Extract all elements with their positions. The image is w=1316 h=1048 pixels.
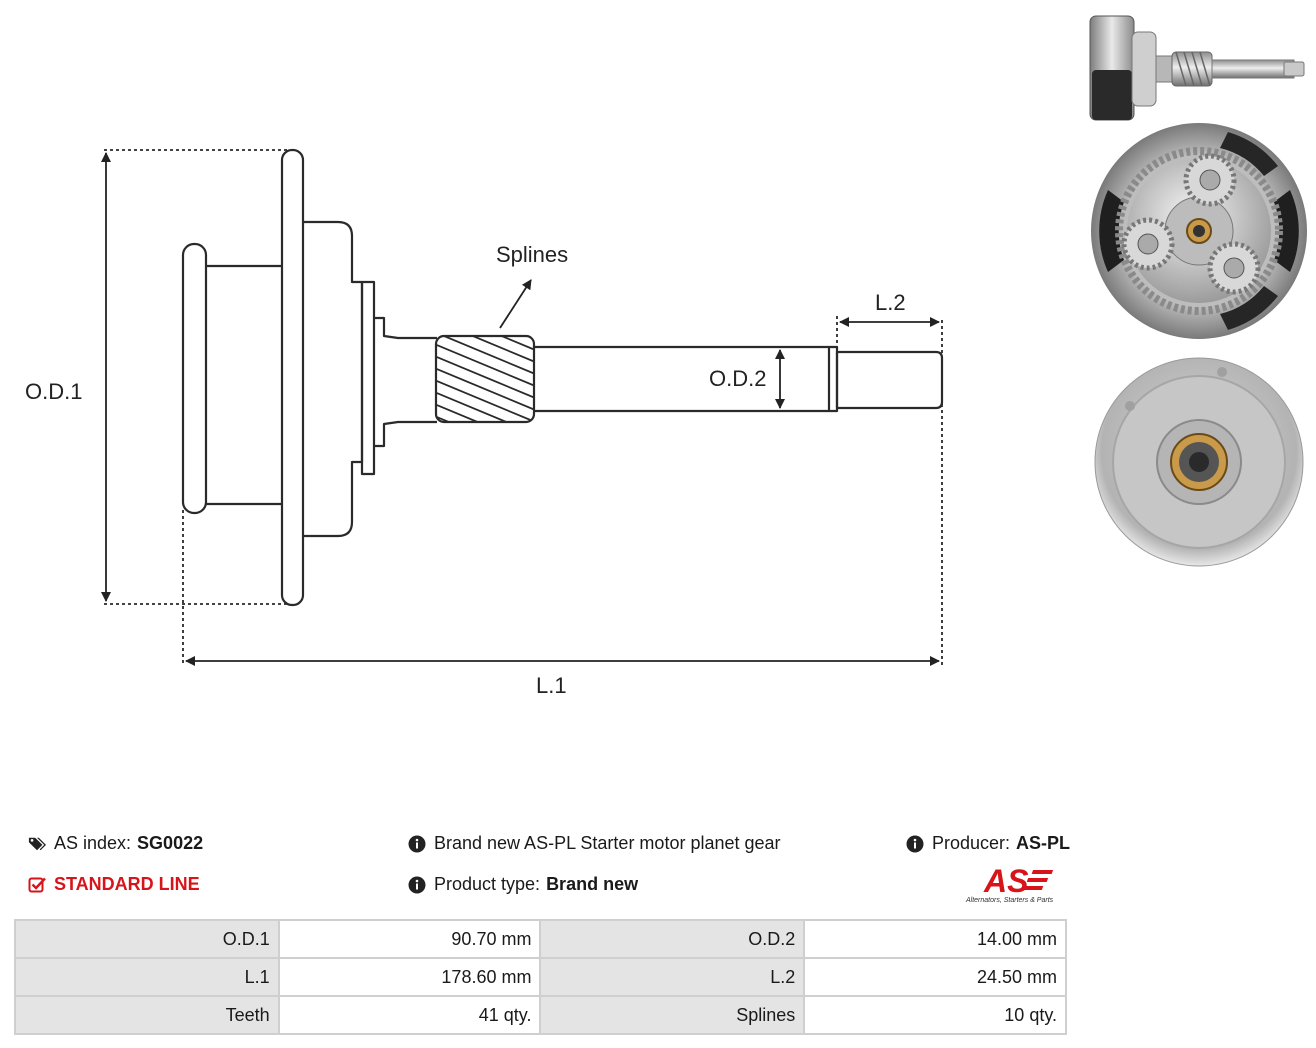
as-pl-logo: AS Alternators, Starters & Parts [958,862,1070,908]
spline-section [434,334,536,424]
spec-key: Teeth [14,995,280,1035]
product-type-label: Product type: [434,874,541,894]
planet-gear-photo [1091,123,1307,339]
checkbox-icon [28,876,46,894]
info-icon [408,835,426,853]
producer-label: Producer: [932,833,1011,853]
spec-table: O.D.1 90.70 mm O.D.2 14.00 mm L.1 178.60… [14,919,1067,1035]
side-view-photo [1089,15,1305,121]
spec-key: Splines [539,995,806,1035]
flange [360,280,376,476]
standard-line-label: STANDARD LINE [54,874,200,894]
table-row: L.1 178.60 mm L.2 24.50 mm [14,957,1067,997]
as-index: AS index: SG0022 [28,833,203,854]
back-view-photo [1094,357,1304,567]
spec-key: L.1 [14,957,280,997]
table-row: Teeth 41 qty. Splines 10 qty. [14,995,1067,1035]
spec-key: O.D.2 [539,919,806,959]
as-index-value: SG0022 [137,833,204,853]
product-type: Product type: Brand new [408,874,638,895]
as-index-label: AS index: [54,833,132,853]
spec-value: 24.50 mm [803,957,1067,997]
logo-tagline: Alternators, Starters & Parts [966,897,1054,904]
description: Brand new AS-PL Starter motor planet gea… [408,833,781,854]
product-type-value: Brand new [546,874,639,894]
info-icon [906,835,924,853]
main-disc [280,148,305,607]
standard-line: STANDARD LINE [28,874,200,895]
description-text: Brand new AS-PL Starter motor planet gea… [434,833,781,853]
info-icon [408,876,426,894]
spec-value: 10 qty. [803,995,1067,1035]
spec-value: 41 qty. [277,995,542,1035]
l1-label: L.1 [536,673,567,698]
svg-text:AS: AS [983,863,1029,898]
producer: Producer: AS-PL [906,833,1070,854]
spec-value: 90.70 mm [277,919,542,959]
l2-label: L.2 [875,290,906,315]
spec-value: 178.60 mm [277,957,542,997]
left-rim [181,242,208,515]
shaft-tip [835,350,944,410]
hub [303,220,364,538]
producer-value: AS-PL [1016,833,1071,853]
od2-label: O.D.2 [709,366,766,391]
table-row: O.D.1 90.70 mm O.D.2 14.00 mm [14,919,1067,959]
spec-key: O.D.1 [14,919,280,959]
splines-label: Splines [496,242,568,267]
spec-value: 14.00 mm [803,919,1067,959]
od1-label: O.D.1 [25,379,82,404]
tags-icon [28,835,46,853]
spec-key: L.2 [539,957,806,997]
technical-drawing: O.D.1 O.D.2 L.1 L.2 Splines [25,148,944,698]
